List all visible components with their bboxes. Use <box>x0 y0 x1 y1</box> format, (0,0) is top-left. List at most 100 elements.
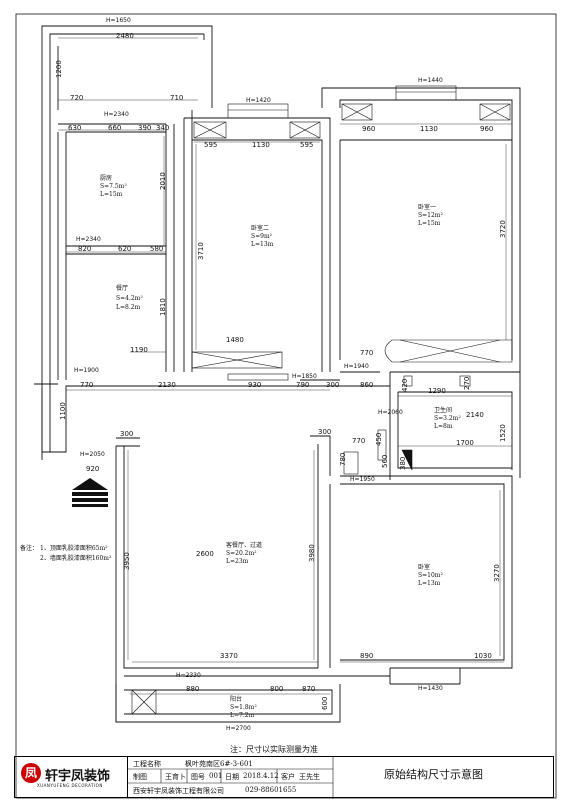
dimension-text: 930 <box>248 381 262 389</box>
height-label: H=1420 <box>246 97 271 104</box>
dimension-text: 800 <box>270 685 284 693</box>
dimension-text: 1480 <box>226 336 244 344</box>
sheet-number: 001 <box>209 772 223 780</box>
height-label: H=2050 <box>80 451 105 458</box>
dimension-text: 870 <box>302 685 316 693</box>
dimension-text: 2480 <box>116 32 134 40</box>
title-block-grid <box>127 757 334 799</box>
dimension-text: 3980 <box>308 544 316 562</box>
height-label: H=1950 <box>350 476 375 483</box>
dimension-text: 1130 <box>420 125 438 133</box>
dimension-text: 880 <box>186 685 200 693</box>
title-block: 凤 轩宇凤装饰 XUANYUFENG DECORATION 工程名称 枫叶苑南区… <box>14 756 554 799</box>
remarks-line: 1、顶面乳胶漆面积65m² <box>40 545 108 552</box>
room-area: S=10m² <box>418 572 443 579</box>
room-area: S=9m² <box>251 233 273 240</box>
dimension-text: 595 <box>204 141 218 149</box>
room-area: S=3.2m² <box>434 415 461 422</box>
dimension-text: 780 <box>339 452 347 466</box>
walls <box>34 25 521 723</box>
dimension-text: 420 <box>401 378 409 392</box>
dimension-text: 3710 <box>197 242 205 260</box>
room-name: 卫生间 <box>434 407 453 414</box>
logo-subtitle: XUANYUFENG DECORATION <box>37 783 103 788</box>
dimension-text: 770 <box>352 437 366 445</box>
room-area: S=12m² <box>418 212 443 219</box>
dimension-text: 3370 <box>220 652 238 660</box>
remarks-line: 2、墙面乳胶漆面积160m² <box>40 555 112 562</box>
drawing-date: 2018.4.12 <box>243 772 279 780</box>
dimension-text: 300 <box>318 428 332 436</box>
dimension-lines <box>58 37 512 695</box>
dimension-text: 2130 <box>158 381 176 389</box>
height-label: H=1430 <box>418 685 443 692</box>
height-label: H=2340 <box>104 111 129 118</box>
drafter-name: 王育卜 <box>165 773 186 781</box>
dimension-text: 1100 <box>59 402 67 420</box>
room-name: 卧室二 <box>251 225 270 232</box>
label-project: 工程名称 <box>133 760 161 768</box>
drawing-title: 原始结构尺寸示意图 <box>384 768 483 781</box>
height-label: H=2330 <box>176 672 201 679</box>
dimension-text: 270 <box>463 376 471 390</box>
dimension-text: 3950 <box>123 552 131 570</box>
dimension-text: 630 <box>68 124 82 132</box>
page-border <box>15 13 557 799</box>
dimension-text: 300 <box>120 430 134 438</box>
entrance-stairs-icon <box>72 478 108 507</box>
dimension-text: 2600 <box>196 550 214 558</box>
dimension-text: 595 <box>300 141 314 149</box>
dimension-text: 1810 <box>159 298 167 316</box>
dimension-text: 1200 <box>55 60 63 78</box>
room-name: 阳台 <box>230 696 243 703</box>
dimension-text: 3720 <box>499 220 507 238</box>
room-area: S=4.2m² <box>116 295 143 302</box>
height-label: H=2700 <box>226 725 251 732</box>
room-area: S=7.5m² <box>100 183 127 190</box>
label-sheet: 图号 <box>191 773 205 781</box>
dimension-text: 860 <box>360 381 374 389</box>
dimension-text: 720 <box>70 94 84 102</box>
dimension-text: 3270 <box>493 564 501 582</box>
room-perimeter: L=8m <box>434 423 453 430</box>
dimension-text: 1520 <box>499 424 507 442</box>
dimension-text: 1190 <box>130 346 148 354</box>
company-phone: 029-88601655 <box>245 786 297 794</box>
dimension-text: 380 <box>399 456 407 470</box>
dimension-text: 2140 <box>466 411 484 419</box>
label-date: 日期 <box>225 773 239 781</box>
room-name: 厨房 <box>100 175 113 182</box>
dimension-text: 1700 <box>456 439 474 447</box>
company-logo: 凤 轩宇凤装饰 XUANYUFENG DECORATION <box>15 757 128 797</box>
dimension-text: 890 <box>360 652 374 660</box>
height-label: H=1850 <box>292 373 317 380</box>
dimension-text: 580 <box>150 245 164 253</box>
dimension-text: 450 <box>375 432 383 446</box>
dimension-text: 660 <box>108 124 122 132</box>
dimension-text: 710 <box>170 94 184 102</box>
room-perimeter: L=7.2m <box>230 712 255 719</box>
room-name: 客餐厅、过道 <box>226 542 263 549</box>
room-perimeter: L=13m <box>418 580 441 587</box>
room-perimeter: L=8.2m <box>116 304 141 311</box>
dimension-text: 770 <box>360 349 374 357</box>
label-draw: 制图 <box>133 773 147 781</box>
room-area: S=1.8m² <box>230 704 257 711</box>
height-label: H=2340 <box>76 236 101 243</box>
room-area: S=20.2m² <box>226 550 257 557</box>
room-perimeter: L=15m <box>418 220 441 227</box>
logo-mark-icon: 凤 <box>21 763 41 783</box>
dimension-text: 920 <box>86 465 100 473</box>
label-client: 客户 <box>281 773 295 781</box>
height-label: H=1940 <box>344 363 369 370</box>
room-perimeter: L=23m <box>226 558 249 565</box>
height-label: H=1440 <box>418 77 443 84</box>
room-perimeter: L=13m <box>251 241 274 248</box>
height-label: H=1900 <box>74 367 99 374</box>
company-name: 西安轩宇凤装饰工程有限公司 <box>133 787 224 795</box>
client-name: 王先生 <box>299 773 320 781</box>
room-name: 卧室一 <box>418 204 437 211</box>
dimension-text: 390 <box>138 124 152 132</box>
dimension-text: 600 <box>321 696 329 710</box>
dimension-text: 300 <box>326 381 340 389</box>
